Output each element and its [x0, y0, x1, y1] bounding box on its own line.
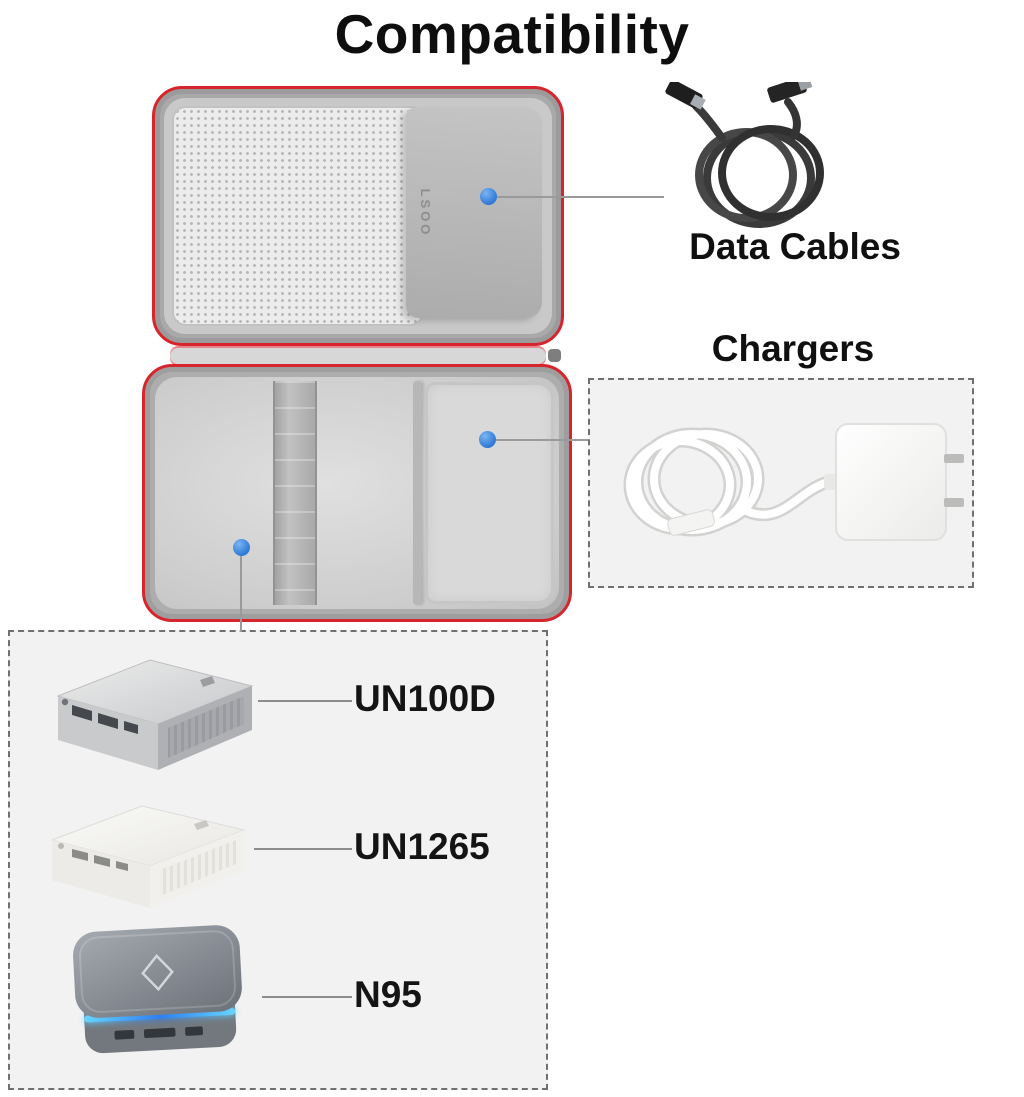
device-label-un100d: UN100D	[354, 678, 496, 719]
zipper-pull	[548, 349, 561, 362]
lid-interior: LSOO	[164, 98, 552, 334]
device-label-line	[258, 700, 352, 702]
callout-line-data-cables	[497, 196, 664, 198]
case-lid: LSOO	[152, 86, 564, 346]
device-label-n95: N95	[354, 974, 422, 1015]
case-base	[142, 364, 572, 622]
charger-image	[623, 423, 964, 541]
device-image-un1265	[50, 805, 246, 908]
case-hinge	[170, 348, 546, 364]
chargers-panel	[588, 378, 974, 588]
base-tray	[155, 377, 559, 609]
elastic-strap	[273, 381, 317, 605]
chargers-label: Chargers	[711, 328, 875, 369]
device-label-line	[262, 996, 352, 998]
device-image-un100d	[56, 659, 254, 770]
device-label-line	[254, 848, 352, 850]
device-label-un1265: UN1265	[354, 826, 490, 867]
mesh-pocket	[172, 106, 424, 326]
page-title: Compatibility	[334, 3, 690, 65]
compartment-divider	[413, 381, 422, 605]
callout-dot-lid-pocket	[480, 188, 497, 205]
data-cables-label: Data Cables	[689, 226, 901, 267]
data-cable-image	[665, 82, 824, 228]
brand-logo: LSOO	[418, 188, 433, 238]
device-image-n95	[73, 925, 242, 1054]
callout-line-devices	[240, 556, 242, 632]
devices-panel: UN100D	[8, 630, 548, 1090]
callout-dot-right-compartment	[479, 431, 496, 448]
callout-dot-main-tray	[233, 539, 250, 556]
right-compartment	[425, 382, 554, 604]
callout-line-chargers	[496, 439, 588, 441]
lid-flap-pocket: LSOO	[406, 108, 542, 318]
